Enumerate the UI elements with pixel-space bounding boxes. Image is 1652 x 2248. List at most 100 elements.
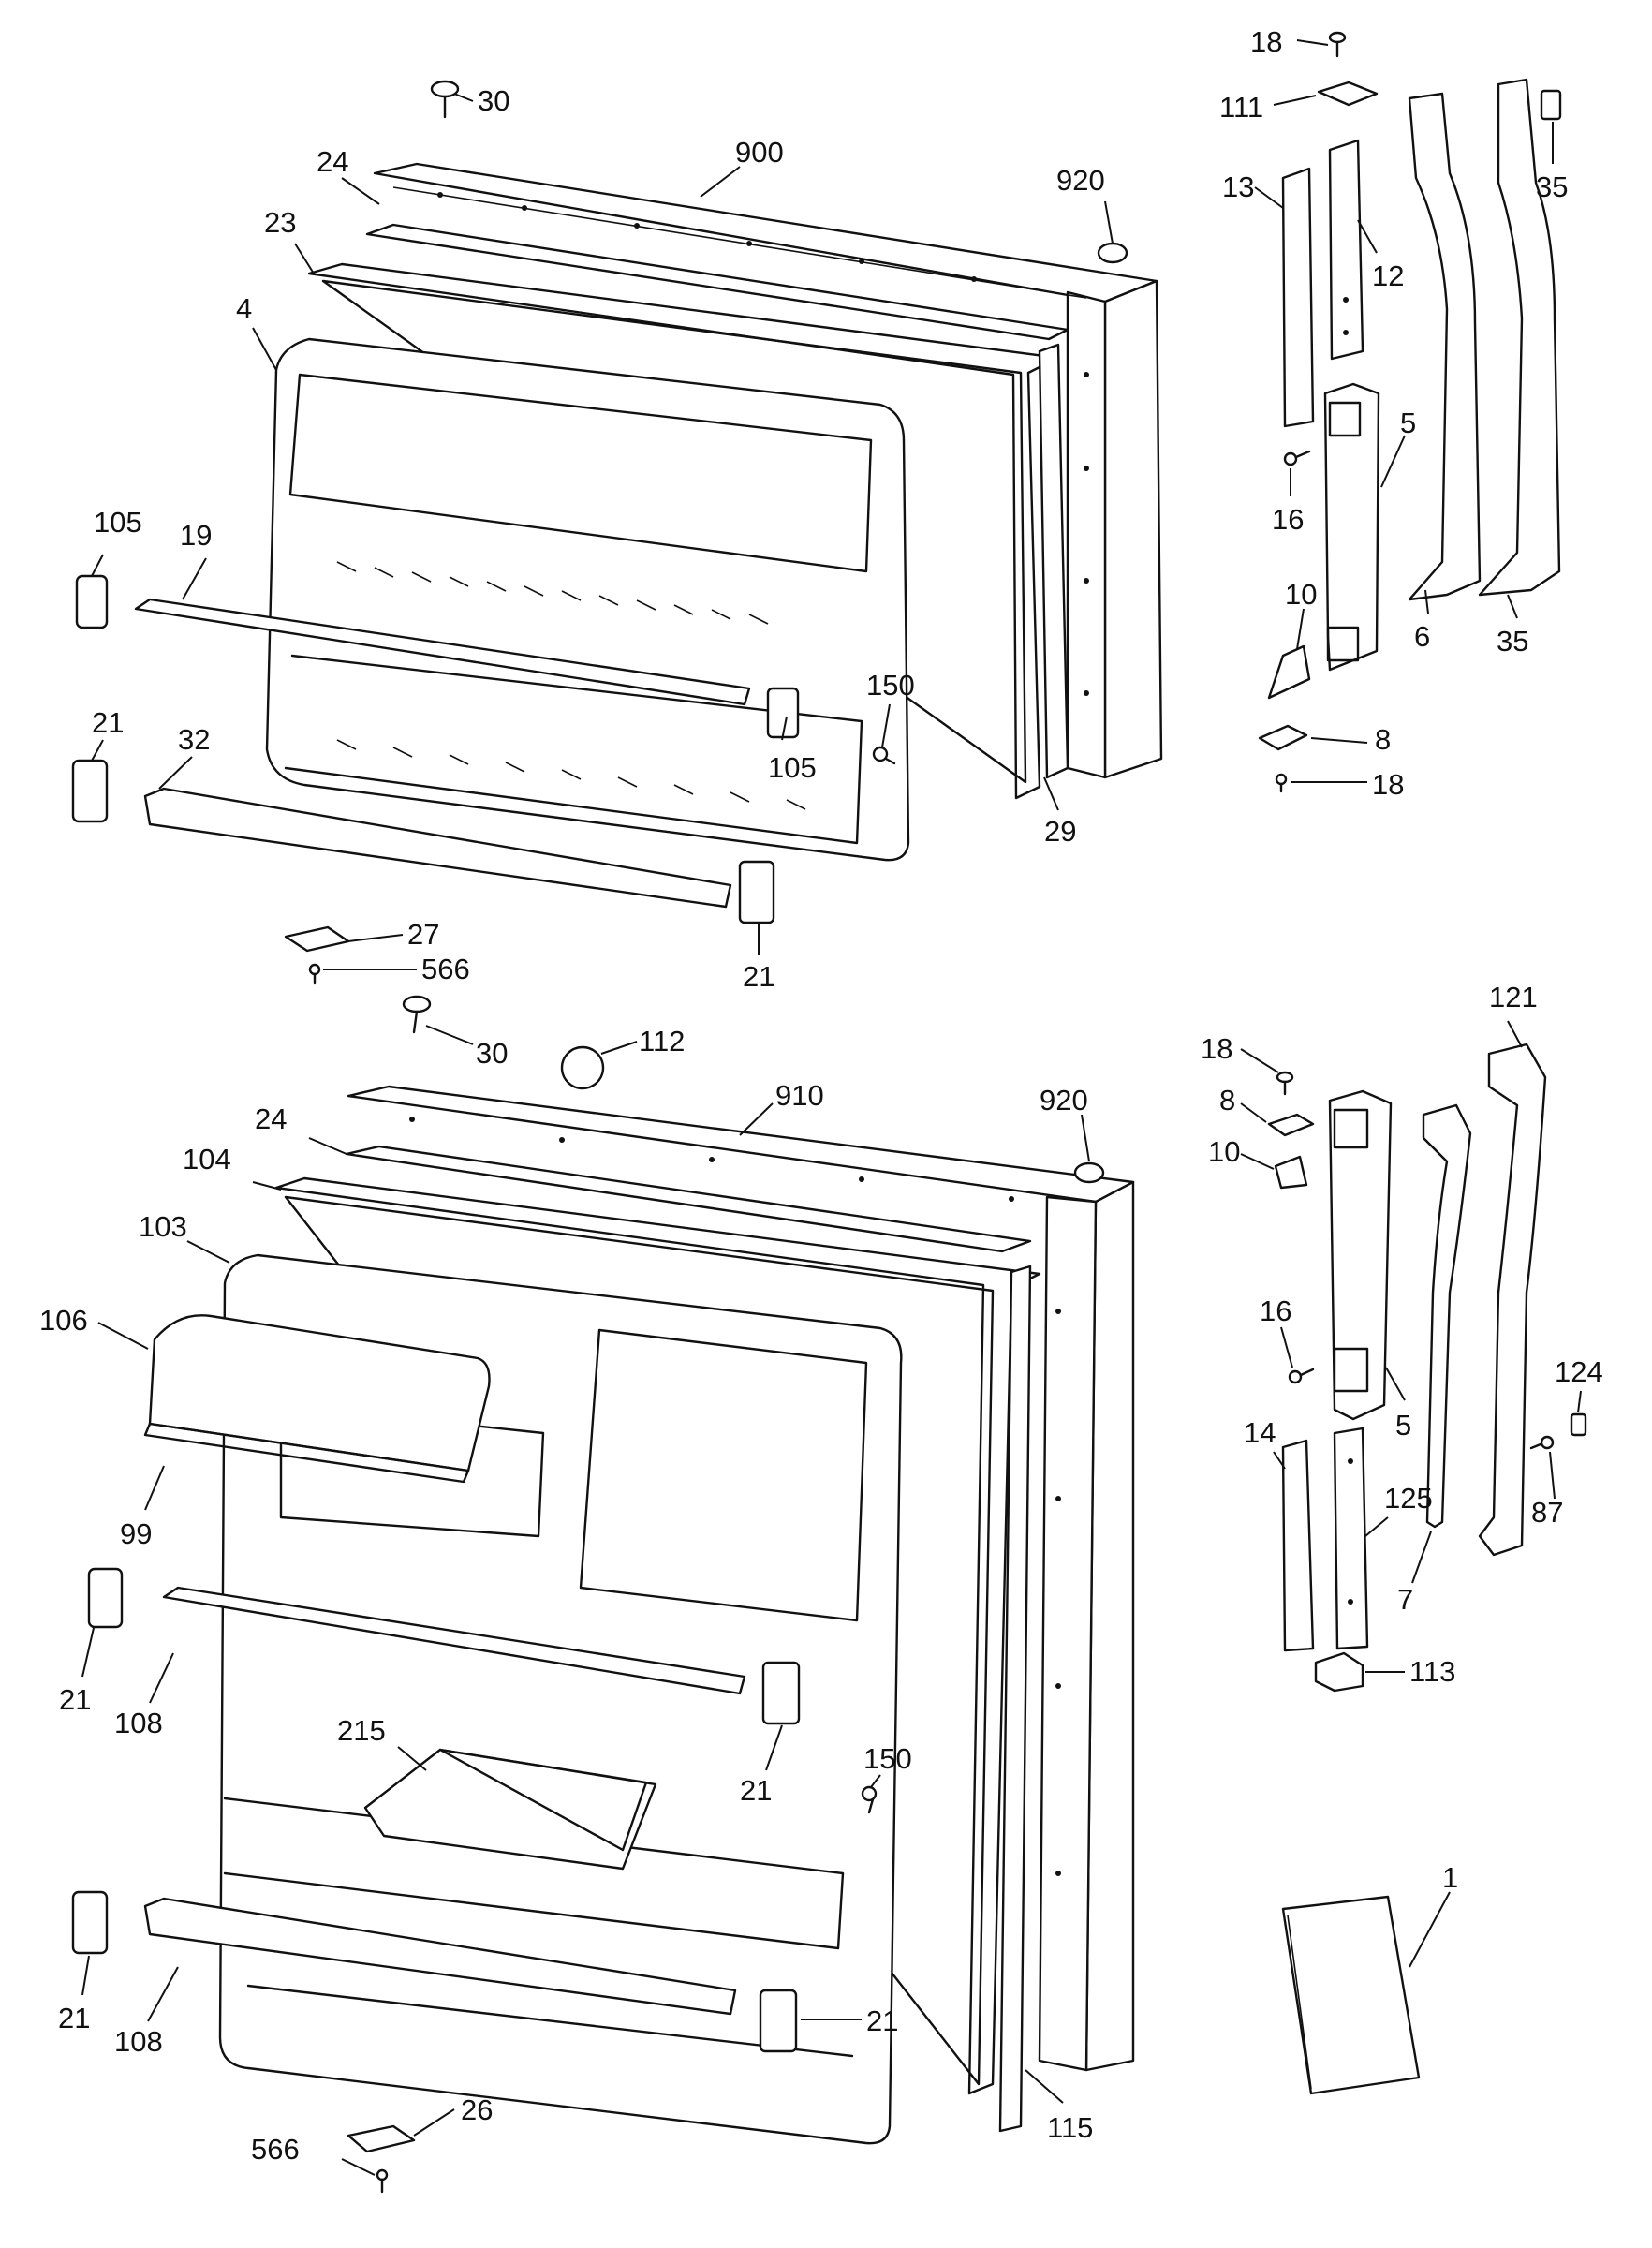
- handle-trim-13: [1281, 167, 1315, 428]
- label-hinge-16-upper: 16: [1272, 503, 1304, 536]
- freezer-shelf-bar-19: [134, 598, 751, 706]
- label-fresh-24: 24: [255, 1102, 287, 1135]
- freezer-bracket-21-right: [738, 860, 775, 924]
- label-fresh-150: 150: [863, 1742, 912, 1775]
- owners-manual-1: [1281, 1895, 1421, 2095]
- spacer-10-fresh: [1274, 1155, 1308, 1190]
- fresh-food-plate-26: [347, 2124, 416, 2153]
- fresh-food-bracket-21-right-upper: [761, 1661, 801, 1725]
- handle-trim-14: [1281, 1439, 1315, 1652]
- label-hinge-113: 113: [1409, 1655, 1455, 1688]
- label-hinge-16-fresh: 16: [1260, 1294, 1291, 1327]
- label-hinge-10-fresh: 10: [1208, 1135, 1240, 1168]
- screw-16-fresh: [1288, 1368, 1315, 1384]
- label-hinge-13: 13: [1222, 170, 1254, 203]
- plate-8-upper: [1258, 724, 1308, 751]
- cap-35: [1540, 89, 1562, 121]
- hinge-cover-12: [1328, 139, 1364, 361]
- label-fresh-112: 112: [639, 1025, 685, 1057]
- label-freezer-105-left: 105: [94, 506, 142, 539]
- label-fresh-99: 99: [120, 1517, 152, 1550]
- freezer-side-gasket-strip: [1038, 343, 1069, 779]
- fresh-food-bracket-21-left-lower: [71, 1890, 109, 1955]
- clip-124: [1570, 1412, 1587, 1437]
- freezer-door-assembly: [71, 80, 1163, 985]
- label-freezer-566: 566: [421, 953, 470, 985]
- label-manual-1: 1: [1442, 1861, 1458, 1894]
- screw-18-fresh: [1276, 1071, 1294, 1096]
- clip-113: [1314, 1651, 1364, 1693]
- label-fresh-21-right-lower: 21: [866, 2004, 898, 2037]
- screw-18-top: [1328, 31, 1347, 58]
- spacer-10-upper: [1267, 644, 1311, 700]
- fresh-food-screw-150: [861, 1785, 878, 1814]
- label-hinge-5-lower: 5: [1395, 1409, 1411, 1442]
- label-hinge-35-arm: 35: [1497, 625, 1528, 658]
- fresh-food-hinge-parts: [1267, 1043, 1587, 1693]
- label-freezer-900: 900: [735, 136, 784, 169]
- freezer-button-920: [1097, 242, 1128, 264]
- label-hinge-5-upper: 5: [1400, 407, 1416, 439]
- label-fresh-21-right-upper: 21: [740, 1774, 772, 1807]
- freezer-outer-door-panel: [373, 162, 1163, 779]
- label-fresh-108-lower: 108: [114, 2025, 163, 2058]
- fresh-food-bin-106: [143, 1314, 491, 1484]
- label-hinge-12: 12: [1372, 259, 1404, 292]
- label-hinge-6: 6: [1414, 620, 1430, 653]
- hinge-cover-125: [1333, 1427, 1369, 1650]
- hinge-arm-121: [1478, 1043, 1547, 1557]
- label-fresh-30: 30: [476, 1037, 508, 1070]
- hinge-bracket-5-lower: [1328, 1089, 1393, 1421]
- label-fresh-103: 103: [139, 1210, 187, 1243]
- label-hinge-35-cap: 35: [1536, 170, 1568, 203]
- plate-8-fresh: [1267, 1113, 1315, 1137]
- label-fresh-920: 920: [1040, 1084, 1088, 1117]
- label-hinge-7: 7: [1397, 1583, 1413, 1616]
- hinge-bracket-5-upper: [1323, 382, 1380, 672]
- label-fresh-115: 115: [1047, 2111, 1093, 2144]
- label-freezer-27: 27: [407, 918, 439, 951]
- screw-18-lower: [1275, 773, 1288, 793]
- part-labels: 30 900 24 23 4 920 105 19 105 150 21 32 …: [39, 25, 1603, 2166]
- label-freezer-150: 150: [866, 669, 915, 702]
- label-fresh-104: 104: [183, 1143, 231, 1176]
- label-hinge-18-lower: 18: [1372, 768, 1404, 801]
- fresh-food-shelf-108-lower: [143, 1897, 737, 2016]
- fresh-food-door-assembly: [71, 995, 1135, 2194]
- freezer-screw-566: [308, 963, 321, 985]
- fresh-food-side-gasket: [998, 1264, 1032, 2133]
- fresh-food-shelf-108-upper: [162, 1586, 746, 1695]
- hinge-arm-35: [1478, 78, 1561, 597]
- label-freezer-4: 4: [236, 292, 252, 325]
- freezer-top-strip: [365, 223, 1069, 341]
- label-hinge-14: 14: [1244, 1416, 1276, 1449]
- fresh-food-tray-215: [363, 1748, 657, 1871]
- freezer-plug-30: [430, 80, 460, 119]
- label-freezer-21-left: 21: [92, 706, 124, 739]
- leader-lines: [81, 39, 1582, 2176]
- freezer-shelf-bar-32: [143, 787, 732, 909]
- label-fresh-215: 215: [337, 1714, 386, 1747]
- label-fresh-566: 566: [251, 2133, 300, 2166]
- label-hinge-121: 121: [1489, 981, 1538, 1013]
- label-freezer-29: 29: [1044, 815, 1076, 848]
- label-hinge-125: 125: [1384, 1482, 1433, 1515]
- fresh-food-top-strip: [345, 1145, 1032, 1253]
- hinge-arm-6: [1408, 92, 1482, 601]
- freezer-bracket-105-right: [766, 687, 800, 739]
- fresh-food-outer-door-panel: [347, 1085, 1135, 2072]
- clip-111: [1317, 81, 1379, 107]
- fresh-food-plug-30: [402, 995, 432, 1034]
- label-fresh-108-upper: 108: [114, 1707, 163, 1739]
- freezer-plate-27: [284, 925, 350, 953]
- label-fresh-106: 106: [39, 1304, 88, 1337]
- label-hinge-8-upper: 8: [1375, 723, 1391, 756]
- label-hinge-87: 87: [1531, 1496, 1563, 1529]
- label-fresh-21-left-upper: 21: [59, 1683, 91, 1716]
- label-freezer-105-right: 105: [768, 751, 817, 784]
- fresh-food-bracket-21-left-upper: [87, 1567, 124, 1629]
- label-freezer-920: 920: [1056, 164, 1105, 197]
- freezer-bracket-105-left: [75, 574, 109, 629]
- freezer-screw-150: [872, 746, 896, 765]
